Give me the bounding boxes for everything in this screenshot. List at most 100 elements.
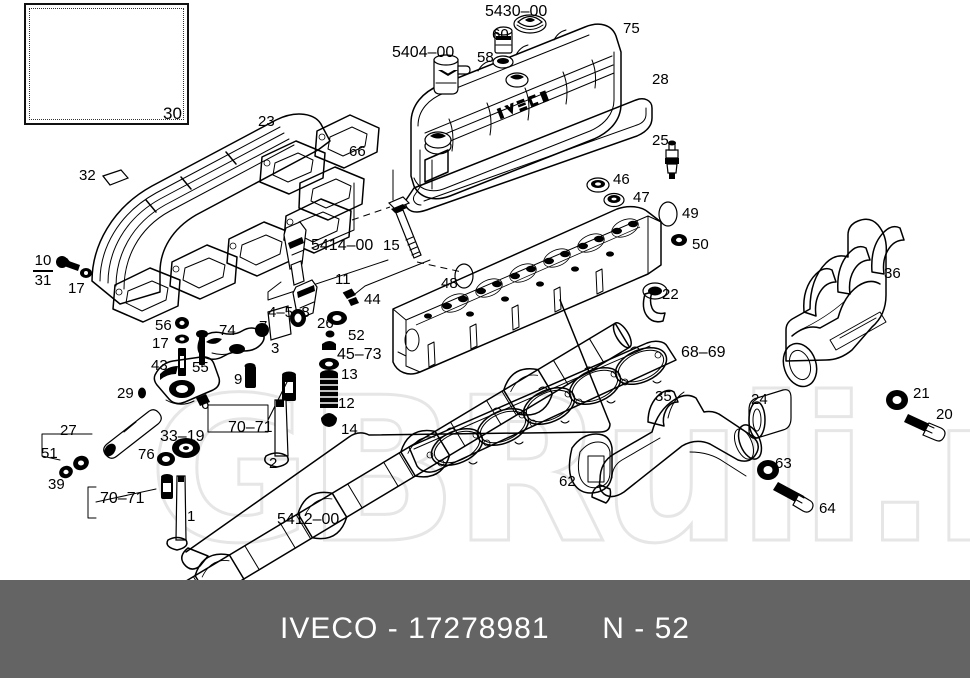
part-55-bolt — [196, 330, 208, 365]
callout-c7: 7 — [259, 318, 268, 335]
callout-c66: 66 — [349, 143, 366, 160]
guide-line-a — [351, 206, 391, 221]
part-21-washer — [886, 390, 908, 410]
callout-c27: 27 — [60, 422, 77, 439]
callout-c60: 60 — [492, 26, 509, 43]
callout-c9: 9 — [234, 371, 243, 388]
callout-c5414: 5414–00 — [311, 237, 374, 254]
callout-c49: 49 — [682, 205, 699, 222]
part-50-washer — [671, 234, 687, 246]
footer-part-number: 17278981 — [408, 612, 550, 645]
part-6-rocker-bracket — [153, 356, 221, 406]
callout-c7071b: 70–71 — [100, 490, 145, 507]
footer-sheet-letter: N — [602, 612, 625, 645]
part-64-bolt — [773, 482, 814, 513]
callout-c23: 23 — [258, 113, 275, 130]
callout-c6869: 68–69 — [681, 344, 726, 361]
callout-c3: 3 — [271, 340, 280, 357]
footer-dash-1: - — [387, 612, 399, 645]
guide-line-b — [416, 261, 463, 273]
cylinder-head-drawing — [392, 205, 662, 375]
callout-c12: 12 — [338, 395, 355, 412]
part-25-sensor — [665, 140, 679, 179]
callout-c11: 11 — [335, 271, 351, 288]
part-3-ball — [255, 323, 269, 337]
footer-dash-2: - — [634, 612, 646, 645]
callout-c2: 2 — [269, 455, 278, 472]
part-70-71-guide-a — [161, 474, 173, 499]
callout-c44: 44 — [364, 291, 381, 308]
footer-sheet-number: 52 — [654, 612, 690, 645]
footer-bar: IVECO - 17278981 N - 52 — [0, 580, 970, 678]
part-20-bolt — [904, 414, 946, 442]
inset-inner-border — [29, 8, 184, 120]
callout-c30: 30 — [163, 104, 182, 123]
part-43-stud — [178, 348, 186, 376]
callout-c39: 39 — [48, 476, 65, 493]
callout-c25: 25 — [652, 132, 669, 149]
callout-c74: 74 — [219, 322, 236, 339]
callout-c76: 76 — [138, 446, 155, 463]
head-gasket-drawing — [408, 340, 677, 473]
bracket-70-71 — [87, 486, 157, 519]
callout-c58: 58 — [477, 49, 494, 66]
bracket-27-51 — [41, 433, 93, 461]
callout-c17b: 17 — [152, 335, 169, 352]
part-32-dowel — [102, 169, 130, 186]
part-5404-00-breather — [433, 54, 471, 95]
callout-c1: 1 — [187, 508, 196, 525]
callout-c26: 26 — [317, 315, 334, 332]
callout-c24: 24 — [751, 391, 768, 408]
part-52-ring — [327, 311, 347, 325]
part-76-seal — [157, 452, 175, 466]
part-1-valve — [166, 475, 188, 551]
callout-c29: 29 — [117, 385, 134, 402]
exhaust-manifold-drawing — [782, 218, 905, 388]
callout-denominator: 31 — [34, 271, 52, 289]
callout-c35: 35 — [655, 388, 672, 405]
callout-c64: 64 — [819, 500, 836, 517]
part-24-spacer — [748, 389, 792, 439]
part-56-nut — [175, 317, 189, 329]
part-10-31-bolt — [56, 256, 80, 271]
callout-c4573: 45–73 — [337, 346, 382, 363]
part-70-71-guide-b — [282, 371, 296, 401]
part-45-73-cap — [322, 341, 336, 350]
footer-brand: IVECO — [280, 612, 379, 645]
part-62-gasket — [568, 433, 613, 494]
part-48-plug — [454, 263, 474, 289]
callout-c13: 13 — [341, 366, 358, 383]
callout-c75: 75 — [623, 20, 640, 37]
guide-bracket-a — [267, 259, 389, 301]
callout-c20: 20 — [936, 406, 953, 423]
callout-c458: 4–5–8 — [268, 304, 310, 321]
callout-c14: 14 — [341, 421, 358, 438]
part-35-inlet-pipe — [591, 389, 763, 504]
bracket-70-71-b — [207, 404, 269, 433]
part-39-washer — [59, 465, 73, 479]
part-5430-00-cap — [513, 14, 547, 34]
callout-c22: 22 — [662, 286, 679, 303]
part-46-washer — [586, 177, 610, 193]
callout-c5430: 5430–00 — [485, 3, 548, 20]
guide-bracket-c — [311, 182, 355, 249]
footer-text: IVECO - 17278981 N - 52 — [0, 612, 970, 646]
part-63-washer — [757, 460, 779, 480]
callout-c43: 43 — [151, 357, 168, 374]
part-49-plug — [658, 201, 678, 227]
callout-c17a: 17 — [68, 280, 85, 297]
part-33-19-seal — [172, 438, 200, 458]
part-9-spacer — [244, 363, 256, 388]
callout-c5404: 5404–00 — [392, 44, 455, 61]
part-47-washer — [603, 192, 625, 208]
part-7-valve-spring — [267, 305, 292, 341]
inset-detail-box — [24, 3, 189, 125]
callout-c6: 6 — [201, 396, 210, 413]
callout-c52: 52 — [348, 327, 365, 344]
part-22-elbow — [642, 282, 668, 323]
callout-c28: 28 — [652, 71, 669, 88]
callout-c51: 51 — [41, 445, 58, 462]
camshaft-drawing — [151, 299, 632, 580]
callout-c56: 56 — [155, 317, 172, 334]
